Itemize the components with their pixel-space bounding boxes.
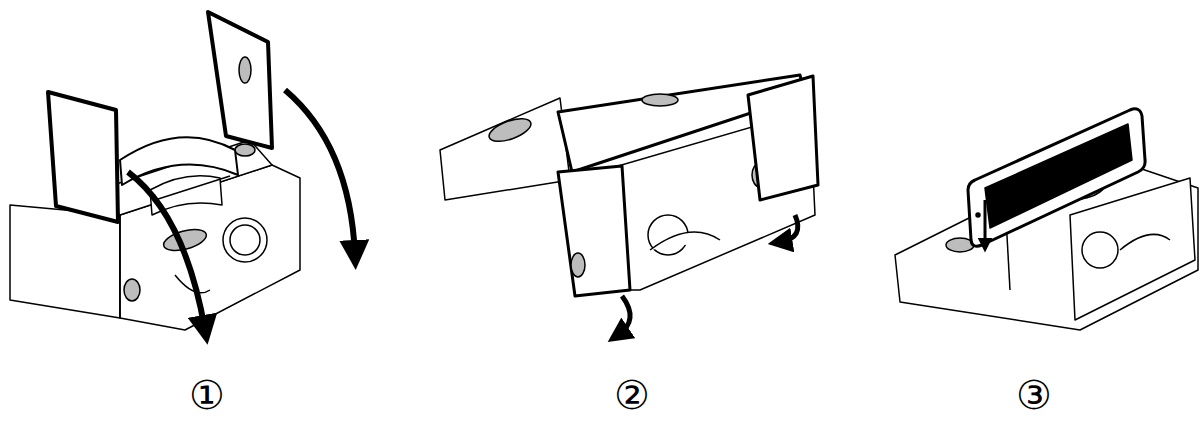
figure-part	[10, 205, 120, 318]
step-number: ③	[1016, 372, 1052, 418]
step-number: ①	[189, 372, 225, 418]
viewer-step-one	[10, 12, 355, 330]
figure-part	[985, 124, 1132, 228]
figure-part	[208, 12, 272, 148]
viewer-step-three	[895, 109, 1198, 330]
figure-part	[642, 94, 678, 106]
viewer-step-two	[440, 75, 818, 335]
figure-part	[618, 296, 630, 335]
step-number: ②	[614, 372, 650, 418]
figure-part	[128, 172, 205, 330]
figure-part	[780, 215, 798, 242]
figure-part	[650, 232, 720, 250]
figure-part	[285, 90, 355, 255]
figure-part	[124, 279, 140, 301]
figure-part	[48, 92, 118, 222]
figure-part	[1120, 234, 1170, 250]
figure-part	[120, 165, 300, 330]
figure-part	[976, 213, 980, 217]
figure-part	[748, 76, 818, 200]
figure-part	[968, 109, 1145, 246]
figure-part	[119, 215, 121, 318]
figure-part	[230, 225, 260, 255]
figure-part	[223, 218, 267, 262]
figure-part	[440, 98, 570, 200]
figure-part	[239, 57, 251, 83]
figure-part	[984, 200, 987, 245]
figure-part	[571, 253, 585, 277]
figure-part	[558, 166, 630, 296]
figure-part	[486, 114, 534, 146]
figure-part	[1082, 232, 1118, 268]
figure-part	[235, 144, 255, 156]
figure-part	[155, 176, 230, 200]
figure-part	[1070, 178, 1195, 320]
